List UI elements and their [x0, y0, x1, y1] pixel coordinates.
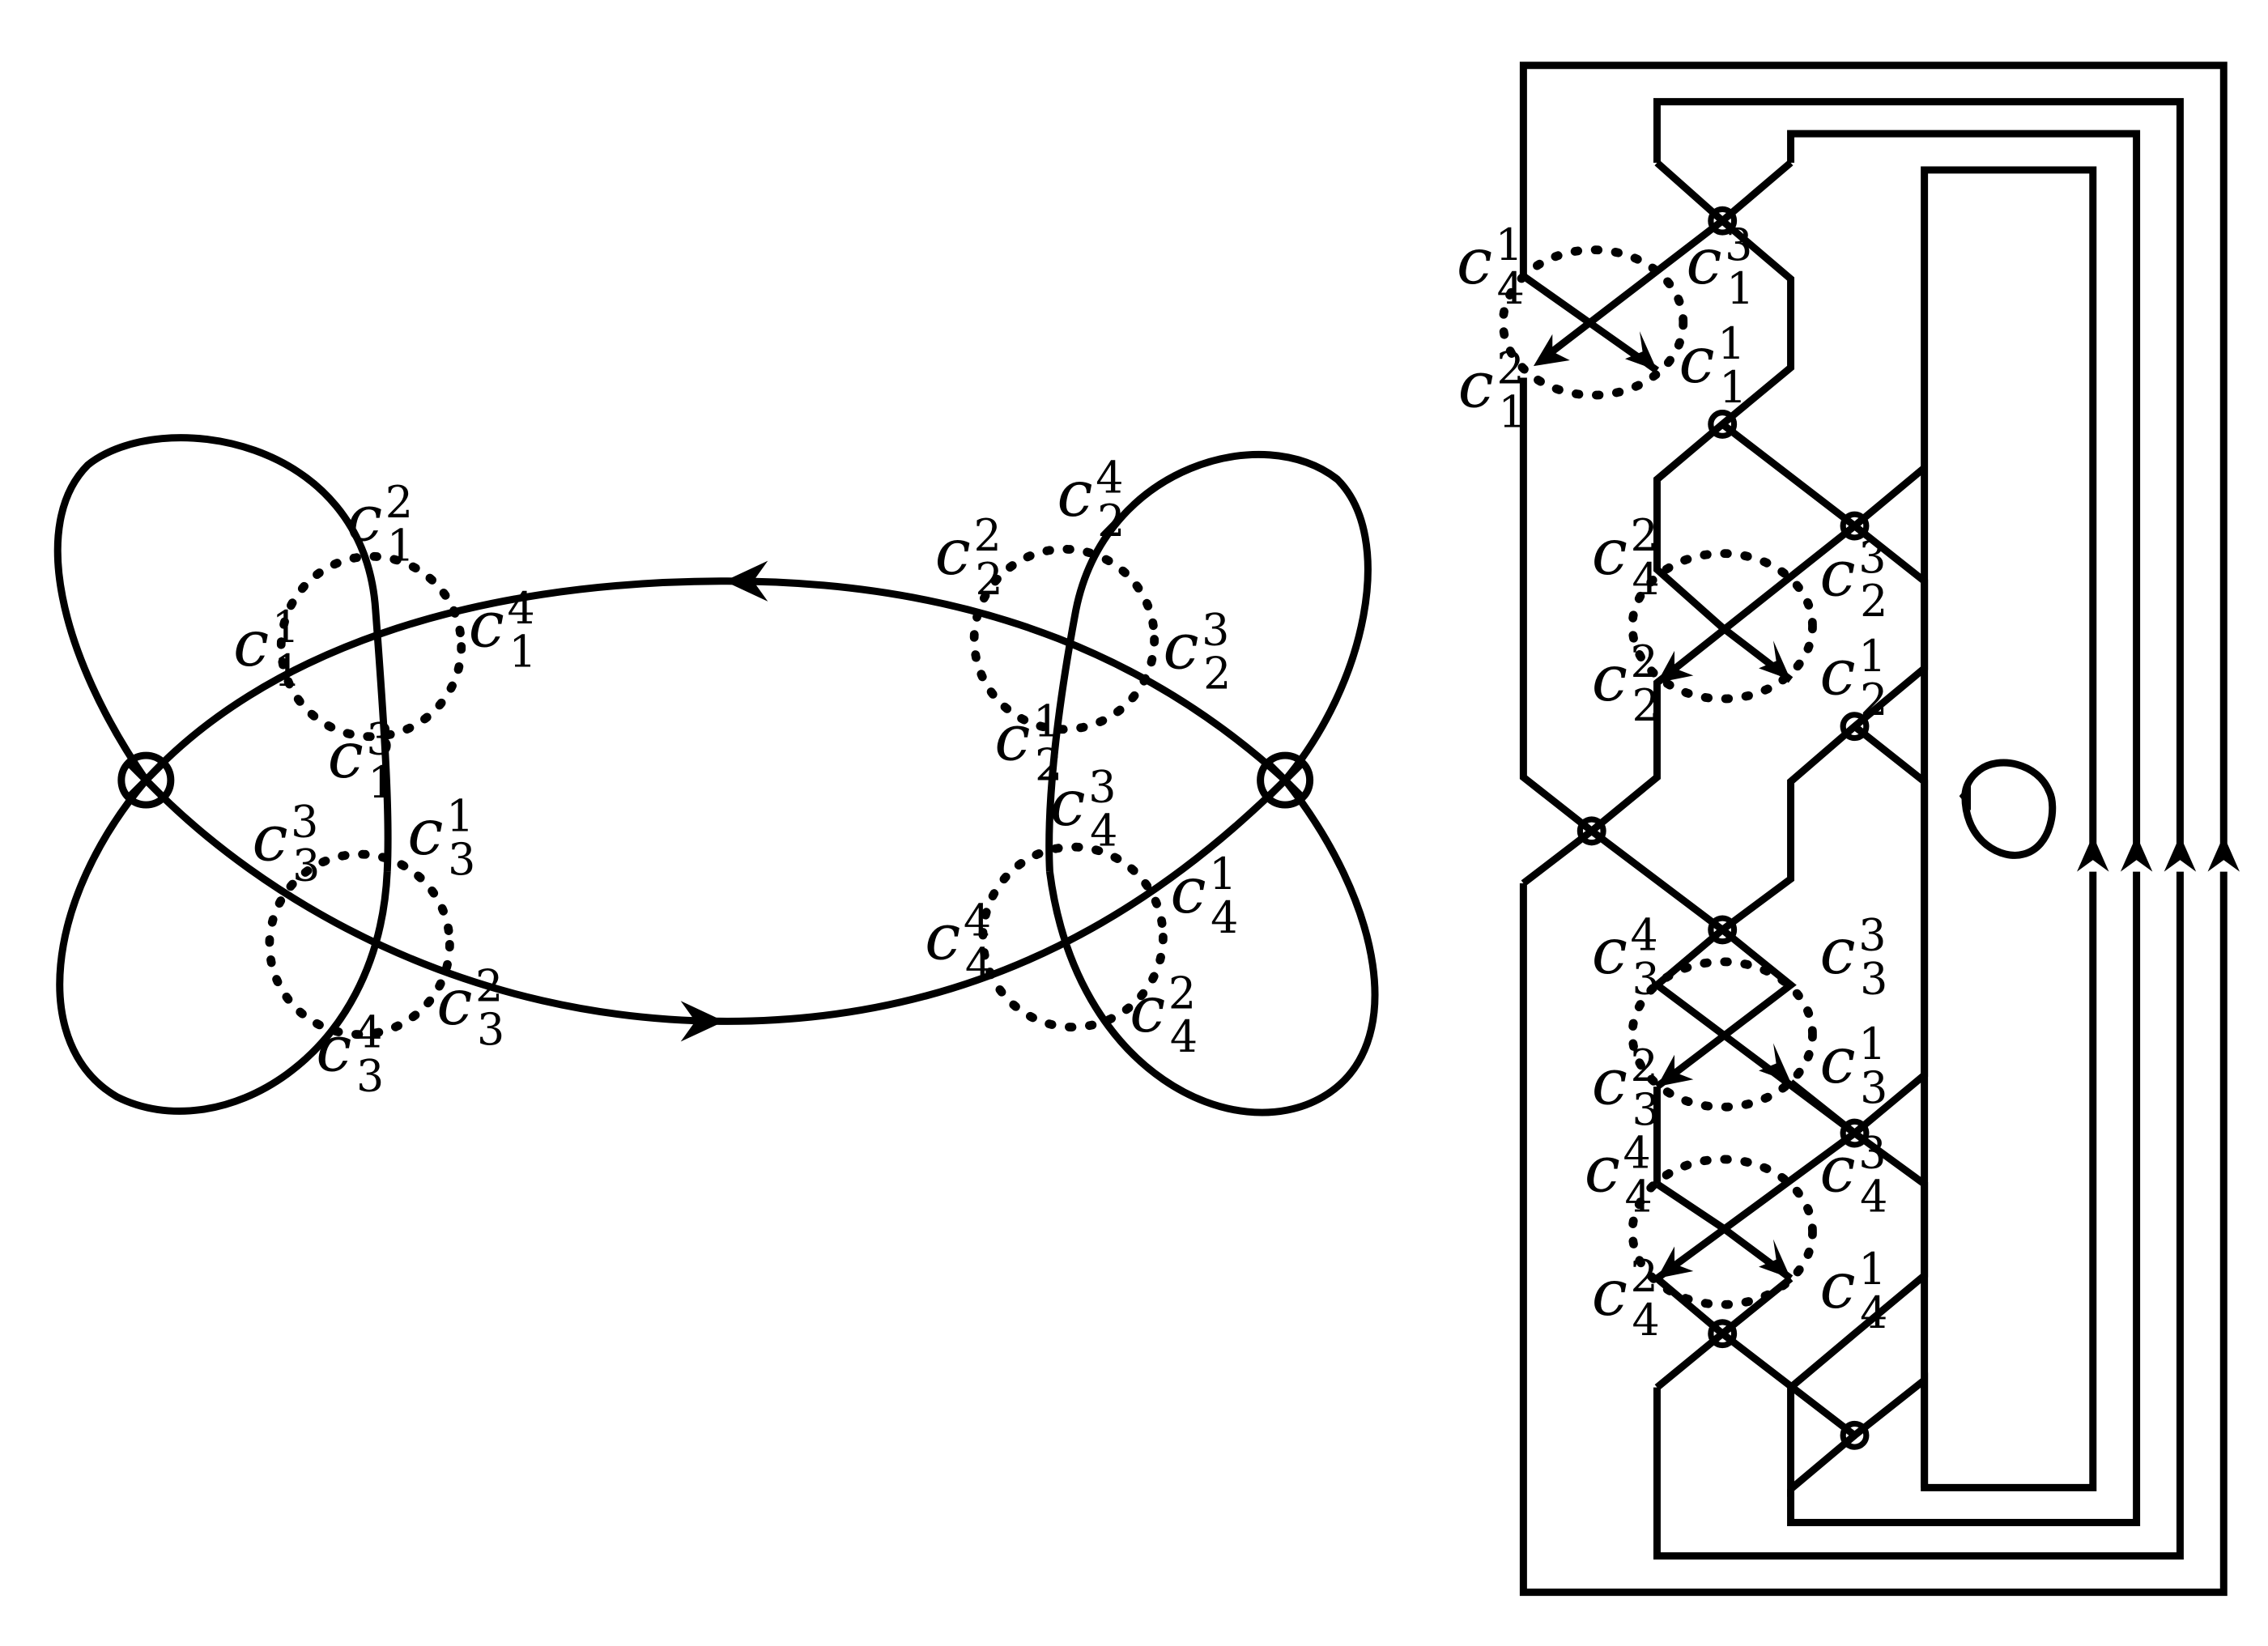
arrow-up-4: [2207, 835, 2240, 872]
braid-strand-d: [1519, 377, 1857, 933]
virtual-crossing-r2: [1708, 410, 1738, 439]
arrow-head-8: [1759, 1239, 1791, 1279]
arrow-head-3: [1657, 650, 1694, 683]
outer-frame-4: [1519, 62, 2228, 1597]
arrow-up-3: [2164, 835, 2197, 872]
right-virtual-crossings: [1577, 206, 1870, 1450]
arrow-up-2: [2120, 835, 2153, 872]
dotted-ellipse-r3: [1628, 957, 1817, 1112]
dotted-circle-c2: [969, 544, 1160, 734]
arrow-head-top: [724, 560, 768, 602]
virtual-crossing-r5: [1577, 816, 1606, 846]
arrow-head-7: [1657, 1246, 1694, 1279]
virtual-crossing-r8: [1708, 1319, 1738, 1349]
rotation-arrow-head: [1959, 781, 1972, 811]
outer-frame-1: [1921, 166, 2097, 1491]
virtual-crossing-r6: [1708, 915, 1738, 945]
braid-strand-g: [1653, 926, 1857, 1282]
braid-strand-a: [1653, 159, 1795, 683]
braid-strand-b: [1521, 218, 1725, 374]
arrow-head-5: [1657, 1054, 1694, 1087]
arrow-head-4: [1759, 640, 1791, 680]
right-arrowheads: [1533, 331, 2240, 1279]
dotted-circle-c4: [978, 842, 1168, 1031]
dotted-circle-c1: [276, 551, 466, 742]
arrow-head-1: [1533, 334, 1570, 367]
dotted-ellipse-r4: [1628, 1155, 1817, 1309]
outer-frame-2: [1787, 130, 2141, 1526]
arrow-head-bottom: [680, 1001, 725, 1042]
left-lobe-top-left: [53, 434, 392, 872]
virtual-crossing-r4: [1840, 712, 1870, 742]
virtual-crossing-right-x: [1265, 759, 1305, 801]
dotted-ellipse-r1: [1498, 245, 1688, 400]
outer-frame-3: [1653, 98, 2184, 1560]
left-lobe-bottom-left: [56, 777, 391, 1115]
arrow-head-6: [1759, 1043, 1791, 1082]
virtual-crossing-r7: [1840, 1118, 1870, 1148]
virtual-crossing-r3: [1840, 511, 1870, 541]
dotted-circle-c3: [265, 849, 454, 1039]
arrow-up-1: [2077, 835, 2109, 872]
virtual-crossing-left-x: [126, 759, 167, 801]
virtual-crossing-r1: [1708, 206, 1738, 236]
dotted-ellipse-r2: [1628, 549, 1817, 704]
left-lobe-top-right: [1045, 451, 1372, 872]
virtual-crossing-r9: [1840, 1420, 1870, 1450]
rotation-circle-icon: [1961, 759, 2057, 859]
virtual-crossing-left: [117, 751, 175, 809]
arrow-head-2: [1624, 331, 1657, 371]
virtual-crossing-right: [1257, 751, 1314, 809]
